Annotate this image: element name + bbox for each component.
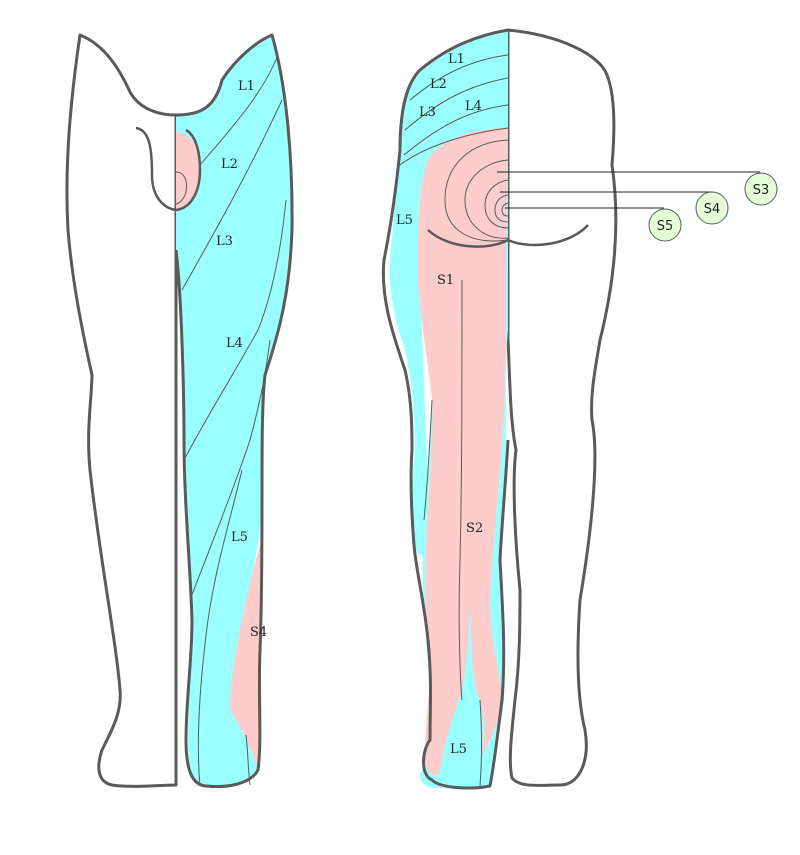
front-view: L1 L2 L3 L4 L5 S4 xyxy=(65,33,294,789)
front-groin-outline xyxy=(79,34,273,116)
back-left-leg-outline xyxy=(381,28,510,790)
back-label-l1: L1 xyxy=(448,52,465,67)
callout-s4: S4 xyxy=(695,191,729,225)
front-label-l1: L1 xyxy=(238,79,255,94)
back-label-l2: L2 xyxy=(430,77,447,92)
front-label-l5: L5 xyxy=(231,530,248,545)
front-label-l2: L2 xyxy=(221,157,238,172)
back-label-s1: S1 xyxy=(437,273,454,288)
callout-s5-label: S5 xyxy=(657,219,674,234)
front-s4-region xyxy=(230,540,262,770)
back-upper-lumbar-region xyxy=(389,30,508,556)
front-genital-detail xyxy=(175,171,187,205)
front-label-l3: L3 xyxy=(216,234,233,249)
callout-s4-label: S4 xyxy=(704,202,721,217)
back-dermatome-boundaries xyxy=(399,54,509,787)
back-label-l4: L4 xyxy=(465,99,482,114)
callout-s3: S3 xyxy=(744,172,778,206)
callout-s5: S5 xyxy=(648,208,682,242)
back-right-leg-outline xyxy=(506,28,618,787)
front-right-leg-outline xyxy=(174,33,294,789)
back-view: S3 S4 S5 L1 L2 L3 L4 L5 S1 S2 L5 xyxy=(381,28,778,790)
back-sacral-region xyxy=(418,128,508,776)
back-label-s2: S2 xyxy=(466,521,483,536)
front-left-leg-outline xyxy=(65,33,178,788)
callout-leader-lines xyxy=(497,171,760,209)
front-lumbar-region xyxy=(176,35,293,787)
callout-s3-label: S3 xyxy=(753,183,770,198)
back-label-l5-thigh: L5 xyxy=(396,213,413,228)
front-genital-region xyxy=(176,132,200,210)
front-genital-outline xyxy=(135,126,202,212)
front-label-l4: L4 xyxy=(226,336,243,351)
back-label-l5-foot: L5 xyxy=(450,742,467,757)
back-label-l3: L3 xyxy=(419,105,436,120)
front-label-s4: S4 xyxy=(250,625,267,640)
front-dermatome-boundaries xyxy=(181,54,287,787)
